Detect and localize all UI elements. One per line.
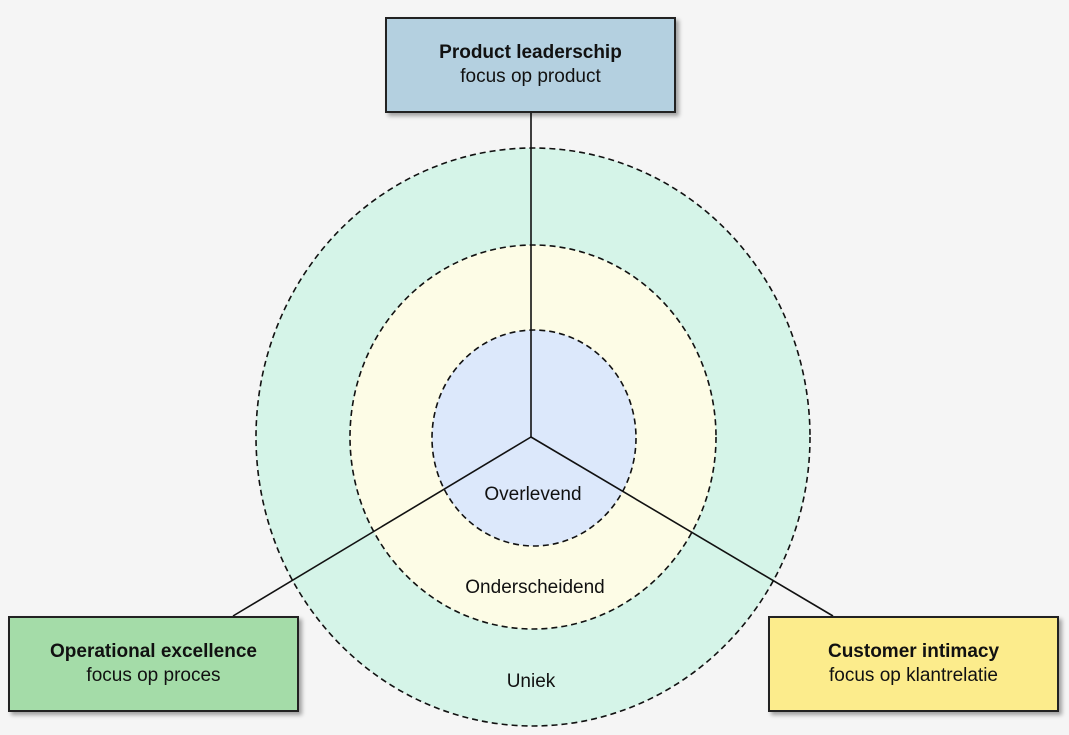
ring-label-inner: Overlevend [484,484,581,505]
box-operational-title: Operational excellence [50,641,257,662]
box-customer-intimacy: Customer intimacy focus op klantrelatie [768,616,1059,712]
connector-line-operational [232,436,532,617]
ring-label-outer: Uniek [507,671,556,692]
box-product-subtitle: focus op product [460,66,601,87]
box-customer-title: Customer intimacy [827,641,1000,662]
box-operational-subtitle: focus op proces [86,665,221,686]
box-product-title: Product leaderschip [439,42,622,63]
box-product-leadership: Product leaderschip focus op product [385,17,676,113]
connector-line-customer [530,436,834,617]
box-customer-subtitle: focus op klantrelatie [829,665,998,686]
ring-label-middle: Onderscheidend [465,577,604,598]
box-operational-excellence: Operational excellence focus op proces [8,616,299,712]
